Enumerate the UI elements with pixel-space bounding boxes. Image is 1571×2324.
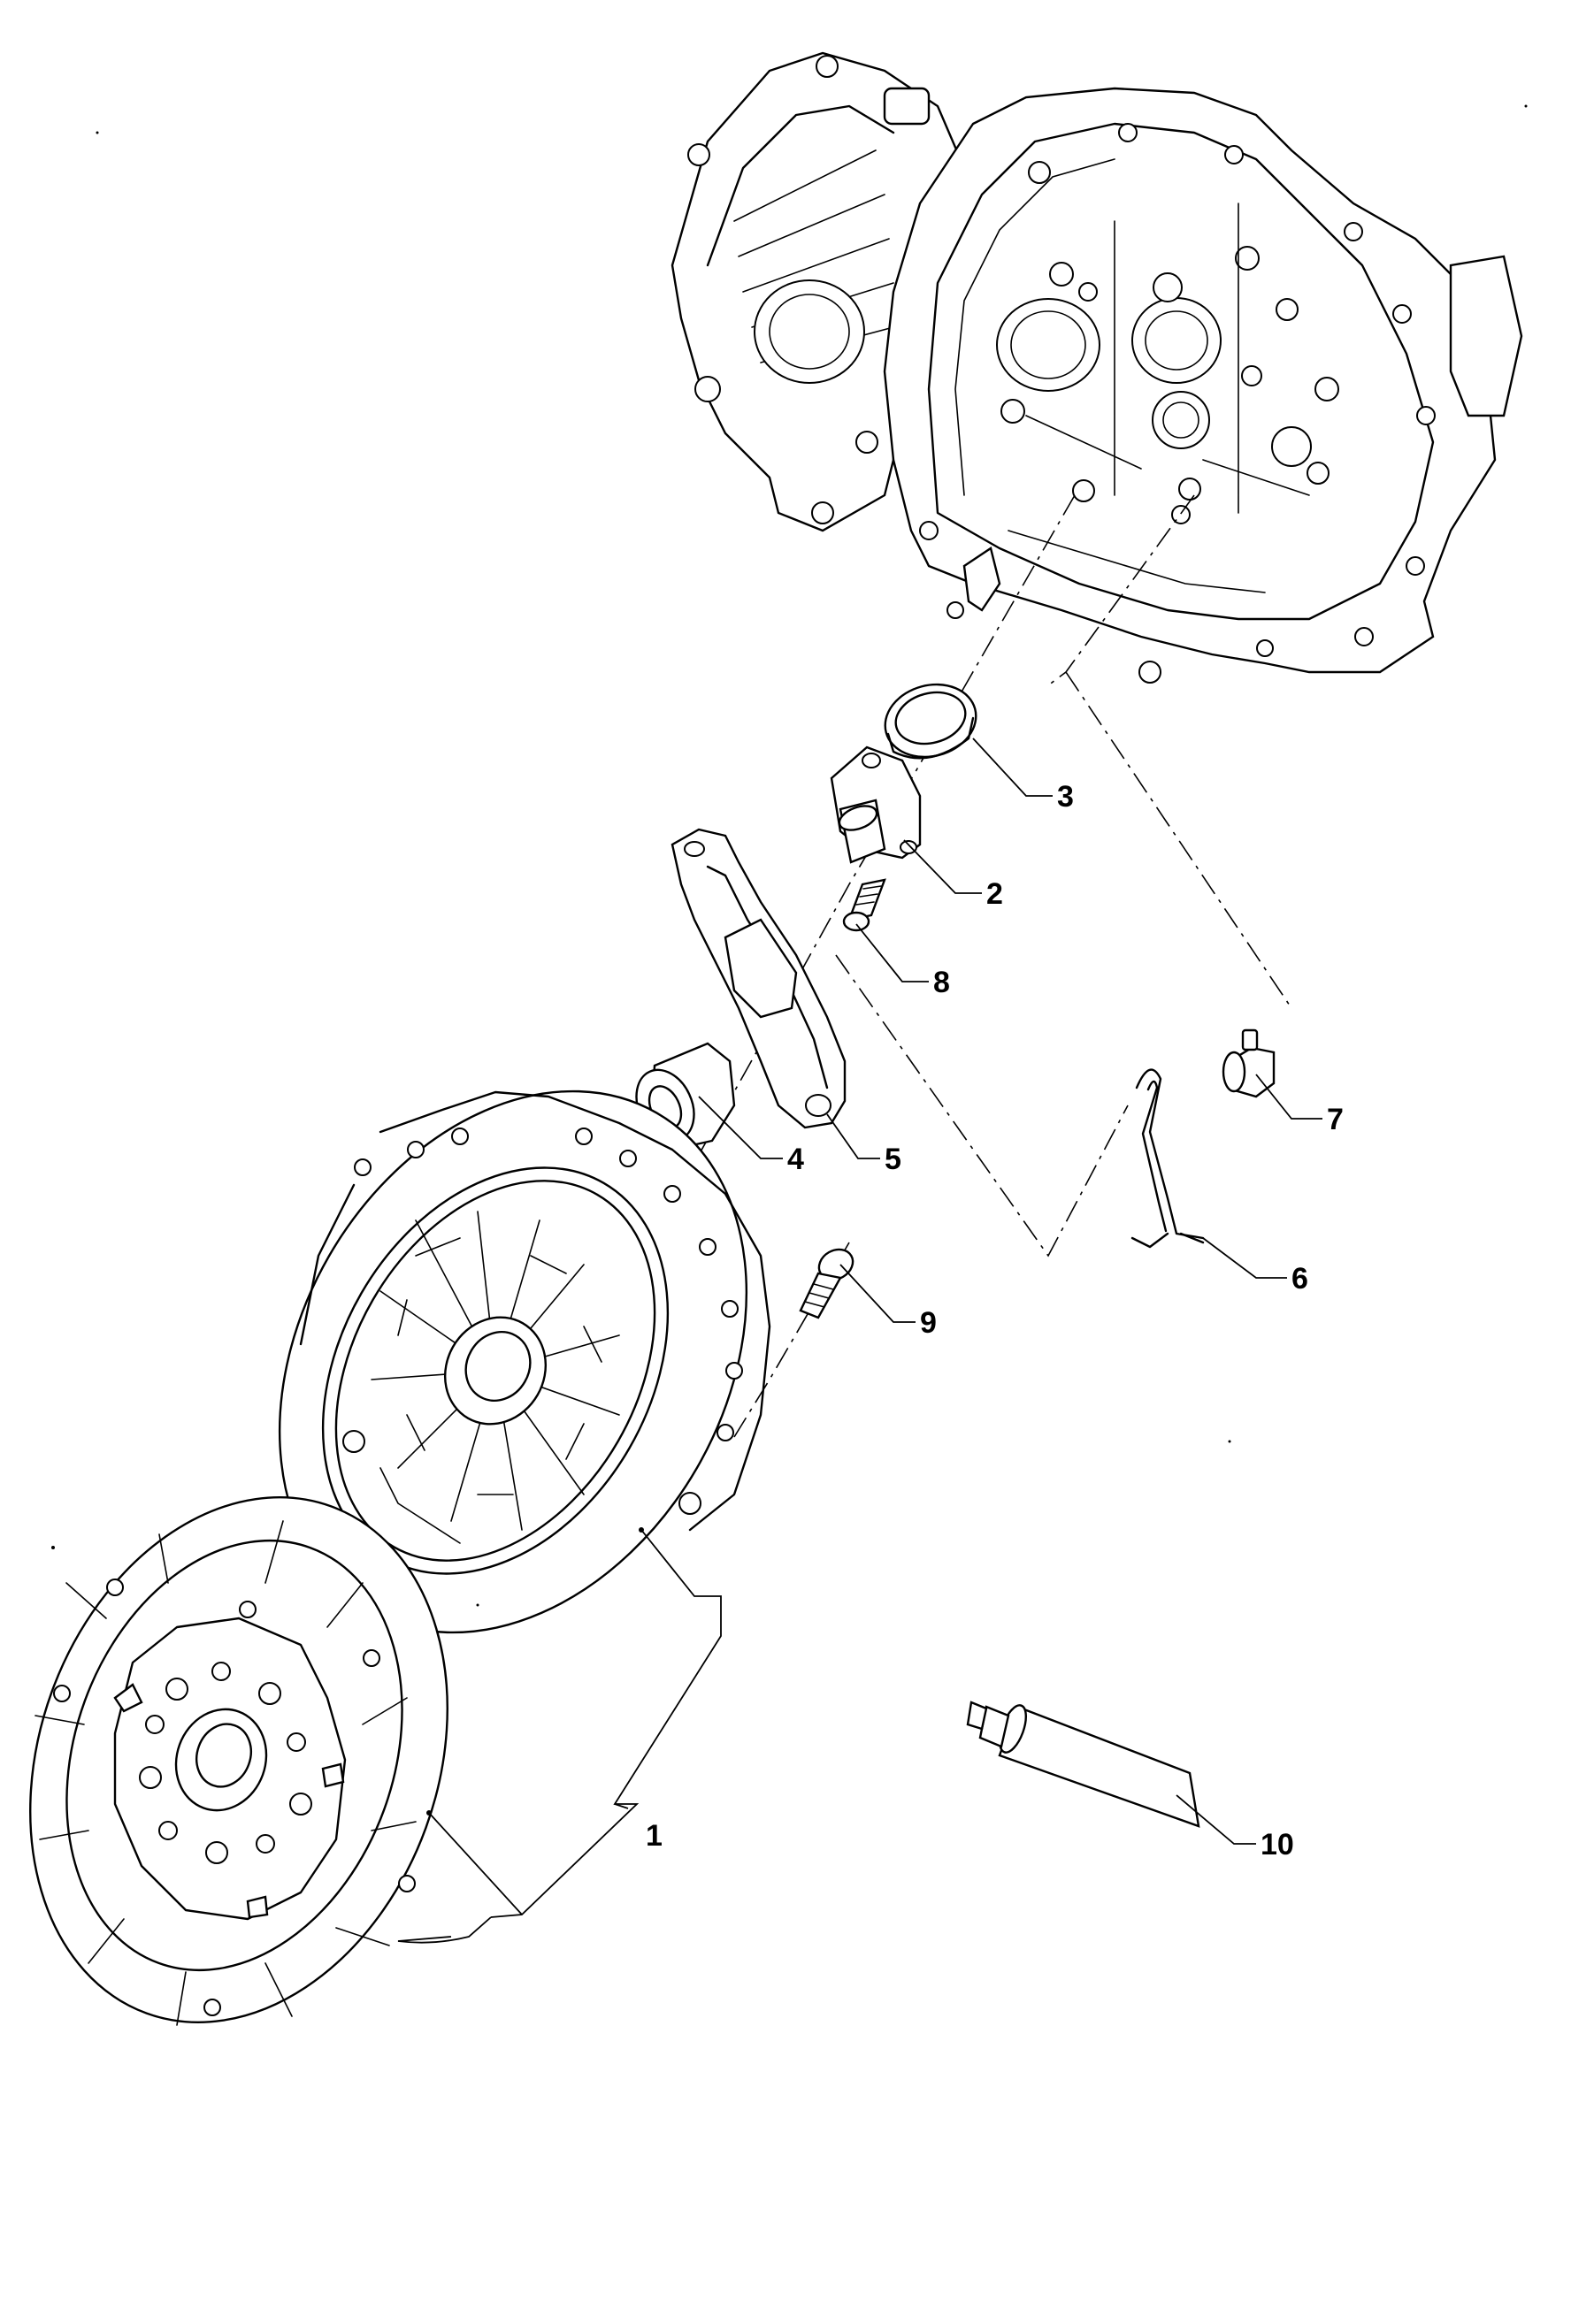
gearbox-housing <box>671 51 1523 684</box>
callout-4: 4 <box>787 1143 804 1176</box>
part-9-bolt <box>799 1248 854 1319</box>
callout-2: 2 <box>986 877 1003 911</box>
callout-5: 5 <box>885 1143 901 1176</box>
callout-1: 1 <box>646 1819 663 1853</box>
callout-8: 8 <box>933 966 950 999</box>
part-1-pressure-plate <box>278 1089 771 1634</box>
callout-10: 10 <box>1261 1828 1294 1861</box>
part-2-guide-sleeve <box>830 745 922 864</box>
callout-3: 3 <box>1057 780 1074 814</box>
part-5-release-lever <box>671 828 847 1129</box>
leader-lines <box>397 738 1322 1944</box>
part-8-bolt <box>842 878 886 932</box>
callout-6: 6 <box>1291 1262 1308 1296</box>
part-6-spring-clip <box>1130 1068 1205 1249</box>
part-7-sensor <box>1222 1028 1276 1098</box>
part-3-seal-ring <box>884 683 977 760</box>
part-1-clutch-disc <box>29 1496 448 2026</box>
part-10-grease-tube <box>966 1701 1200 1828</box>
callout-7: 7 <box>1327 1103 1344 1136</box>
callout-labels: 3 2 8 4 5 7 6 9 1 10 <box>646 780 1344 1861</box>
callout-9: 9 <box>920 1306 937 1340</box>
